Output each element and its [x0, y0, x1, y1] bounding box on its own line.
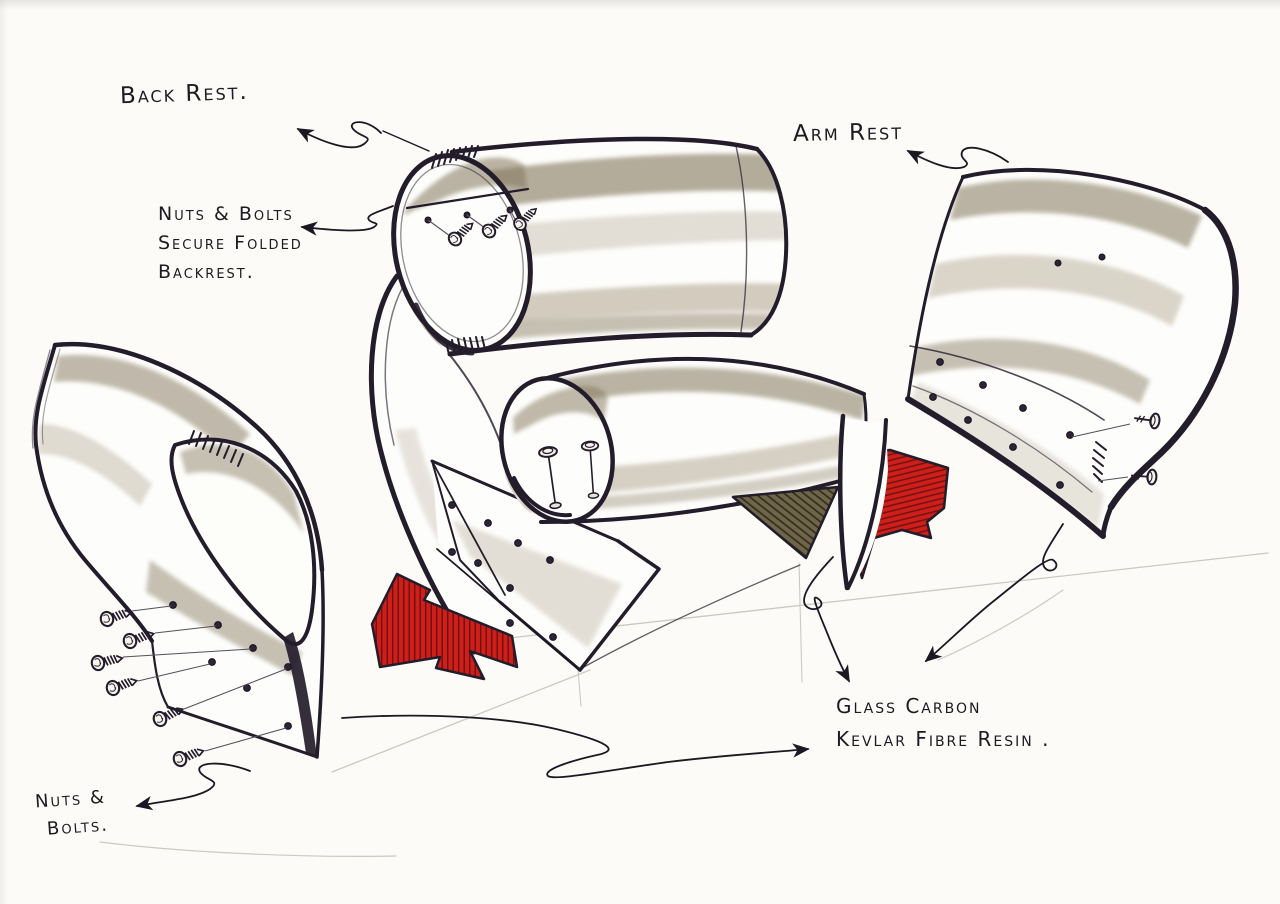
label-material-line2: Kevlar Fibre Resin .	[836, 727, 1051, 751]
seat-assembly	[430, 356, 950, 672]
backrest-open-end-shade	[404, 157, 527, 215]
label-nuts-bolts-short: Nuts & Bolts.	[34, 784, 110, 845]
side-panel-marker-shading	[38, 354, 302, 676]
label-material-note: Glass Carbon Kevlar Fibre Resin .	[836, 690, 1050, 756]
seat-panel-rivets	[448, 501, 557, 641]
armrest-roll-hatch	[1092, 441, 1107, 483]
armrest-marker-shading	[910, 179, 1202, 528]
nuts-bolts-note-arrow	[300, 205, 394, 236]
side-panel-piece	[31, 341, 325, 769]
label-back-rest-text: Back Rest.	[119, 78, 250, 110]
seat-edge-over-arrow	[436, 548, 579, 670]
side-panel-outline	[31, 341, 325, 759]
seat-rear-leg	[731, 485, 840, 560]
backrest-interior-bolts	[424, 203, 542, 249]
arm-rest-arrow	[906, 146, 1009, 170]
label-material-line1: Glass Carbon	[836, 694, 982, 718]
annotation-arrows	[135, 121, 1064, 811]
side-panel-rim-hatch	[188, 430, 244, 467]
label-arm-rest: Arm Rest	[793, 116, 904, 151]
armrest-piece	[905, 167, 1239, 539]
backrest-cylinder	[382, 130, 789, 357]
exploded-bolts-right	[1071, 409, 1162, 486]
nuts-bolts-short-arrow	[135, 762, 251, 811]
label-arm-rest-text: Arm Rest	[792, 119, 904, 147]
label-nuts-note-line1: Nuts & Bolts	[158, 203, 294, 225]
backrest-outline	[447, 136, 789, 357]
label-nuts-short-line2: Bolts.	[46, 814, 110, 840]
exploded-bolts-left	[89, 605, 287, 769]
label-nuts-bolts-note: Nuts & Bolts Secure Folded Backrest.	[158, 200, 303, 287]
red-arrow-left	[370, 572, 519, 681]
material-arrow-right-leg	[924, 523, 1064, 663]
side-panel-opening-rim	[169, 437, 317, 647]
side-panel-rolled-edge	[283, 632, 317, 757]
material-note-long-arrow	[341, 714, 810, 779]
label-back-rest: Back Rest.	[119, 76, 250, 114]
seat-front-leg	[837, 413, 888, 591]
back-rest-arrow	[296, 121, 382, 149]
backrest-rim-hatch-bottom	[445, 336, 486, 356]
label-nuts-note-line3: Backrest.	[158, 261, 255, 283]
material-arrow-left-leg	[803, 556, 850, 683]
armrest-rivets	[929, 253, 1106, 489]
label-nuts-note-line2: Secure Folded	[158, 232, 303, 254]
side-panel-opening-shade	[180, 444, 304, 534]
